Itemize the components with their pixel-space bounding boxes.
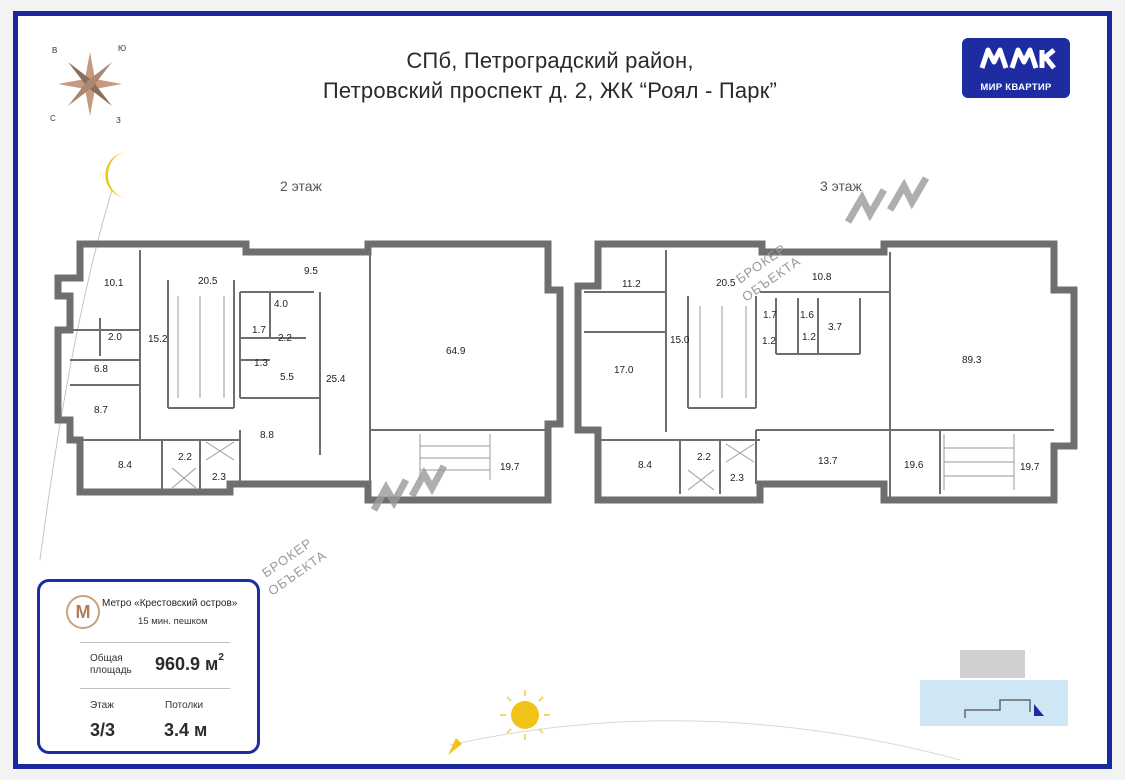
room-label: 2.3: [212, 472, 226, 483]
compass-north: В: [52, 46, 58, 55]
room-label: 19.7: [1020, 462, 1040, 473]
room-label: 25.4: [326, 374, 346, 385]
metro-walk-time: 15 мин. пешком: [138, 616, 208, 627]
divider: [80, 642, 230, 643]
room-label: 15.0: [670, 335, 690, 346]
room-label: 1.6: [800, 310, 814, 321]
company-logo[interactable]: МИР КВАРТИР: [962, 38, 1070, 98]
metro-icon: M: [66, 595, 100, 629]
sky-arc-left: [39, 189, 113, 561]
room-label: 8.4: [638, 460, 652, 471]
floor-label: Этаж: [90, 700, 114, 711]
floor-value: 3/3: [90, 720, 116, 740]
boat-icon: [1034, 704, 1044, 716]
floor-3-room-labels: 11.2 20.5 10.8 1.7 1.6 3.7 1.2 1.2 15.0 …: [614, 272, 1040, 484]
room-label: 8.8: [260, 430, 274, 441]
room-label: 64.9: [446, 346, 466, 357]
room-label: 15.2: [148, 334, 168, 345]
room-label: 2.0: [108, 332, 122, 343]
room-label: 2.2: [697, 452, 711, 463]
room-label: 1.2: [802, 332, 816, 343]
room-label: 10.8: [812, 272, 832, 283]
room-label: 1.3: [254, 358, 268, 369]
room-label: 10.1: [104, 278, 124, 289]
room-label: 20.5: [198, 276, 218, 287]
compass-rose: В Ю С З: [50, 42, 130, 125]
room-label: 19.6: [904, 460, 924, 471]
logo-text: МИР КВАРТИР: [980, 82, 1052, 93]
address-line-1: СПб, Петроградский район,: [406, 48, 694, 73]
compass-icon: [58, 52, 122, 116]
compass-south: З: [116, 116, 121, 125]
logo-mark-icon: [979, 47, 1056, 70]
area-unit-sup: 2: [218, 652, 224, 663]
watermark-text: БРОКЕР ОБЪЕКТА БРОКЕР ОБЪЕКТА: [259, 241, 803, 599]
site-map-thumbnail: [920, 650, 1068, 726]
room-label: 19.7: [500, 462, 520, 473]
room-label: 9.5: [304, 266, 318, 277]
area-label-line-1: Общая: [90, 653, 123, 664]
room-label: 1.7: [763, 310, 777, 321]
floor-2-plan: [54, 240, 564, 504]
room-label: 1.7: [252, 325, 266, 336]
sun-direction-arrow-icon: [448, 738, 462, 755]
compass-east: Ю: [118, 44, 127, 53]
area-label-line-2: площадь: [90, 665, 132, 676]
floor-2-room-labels: 10.1 20.5 9.5 64.9 2.0 15.2 4.0 1.7 2.2 …: [94, 266, 520, 483]
room-label: 2.2: [178, 452, 192, 463]
room-label: 20.5: [716, 278, 736, 289]
room-label: 11.2: [622, 279, 641, 290]
room-label: 2.2: [278, 333, 292, 344]
floor-2-label: 2 этаж: [280, 178, 322, 194]
info-card: M Метро «Крестовский остров» 15 мин. пеш…: [37, 579, 260, 754]
room-label: 2.3: [730, 473, 744, 484]
sun-icon: [500, 690, 550, 740]
room-label: 8.7: [94, 405, 108, 416]
moon-icon: [105, 152, 131, 199]
floor-3-plan: [574, 240, 1078, 504]
room-label: 89.3: [962, 355, 982, 366]
room-label: 6.8: [94, 364, 108, 375]
metro-station: Метро «Крестовский остров»: [102, 598, 238, 609]
compass-west: С: [50, 114, 56, 123]
room-label: 8.4: [118, 460, 132, 471]
sky-arc-bottom: [449, 720, 961, 761]
room-label: 13.7: [818, 456, 838, 467]
room-label: 1.2: [762, 336, 776, 347]
room-label: 17.0: [614, 365, 634, 376]
floor-3-label: 3 этаж: [820, 178, 862, 194]
room-label: 3.7: [828, 322, 842, 333]
ceiling-value: 3.4 м: [164, 720, 208, 740]
address-title: СПб, Петроградский район, Петровский про…: [230, 46, 870, 106]
area-value: 960.9 м2: [155, 652, 224, 675]
divider: [80, 688, 230, 689]
room-label: 5.5: [280, 372, 294, 383]
address-line-2: Петровский проспект д. 2, ЖК “Роял - Пар…: [322, 78, 778, 103]
ceiling-label: Потолки: [165, 700, 204, 711]
watermark-logo-icon: [370, 176, 930, 512]
area-label: Общая площадь: [90, 653, 132, 677]
area-value-number: 960.9 м: [155, 654, 219, 674]
room-label: 4.0: [274, 299, 288, 310]
